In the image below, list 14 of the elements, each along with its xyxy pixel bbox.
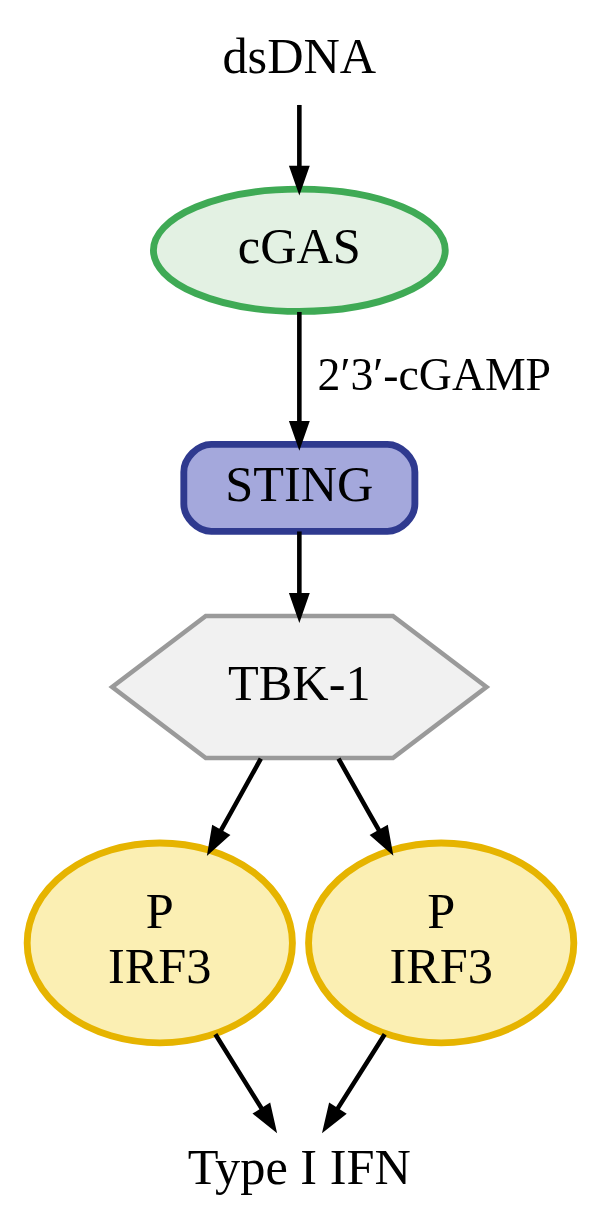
arrow bbox=[288, 531, 310, 623]
arrow bbox=[321, 1033, 387, 1134]
node-box: STING bbox=[179, 441, 418, 535]
node-ellipse: P IRF3 bbox=[23, 839, 296, 1047]
node-ellipse: P IRF3 bbox=[304, 839, 577, 1047]
node-text: Type I IFN bbox=[187, 1139, 411, 1196]
arrow bbox=[288, 311, 310, 451]
arrow bbox=[206, 757, 263, 856]
arrow bbox=[336, 757, 393, 856]
arrow bbox=[288, 104, 310, 196]
node-ellipse: cGAS bbox=[149, 185, 449, 315]
arrow bbox=[212, 1033, 277, 1134]
node-text: dsDNA bbox=[221, 28, 376, 85]
edge-label: 2′3′-cGAMP bbox=[317, 348, 551, 400]
